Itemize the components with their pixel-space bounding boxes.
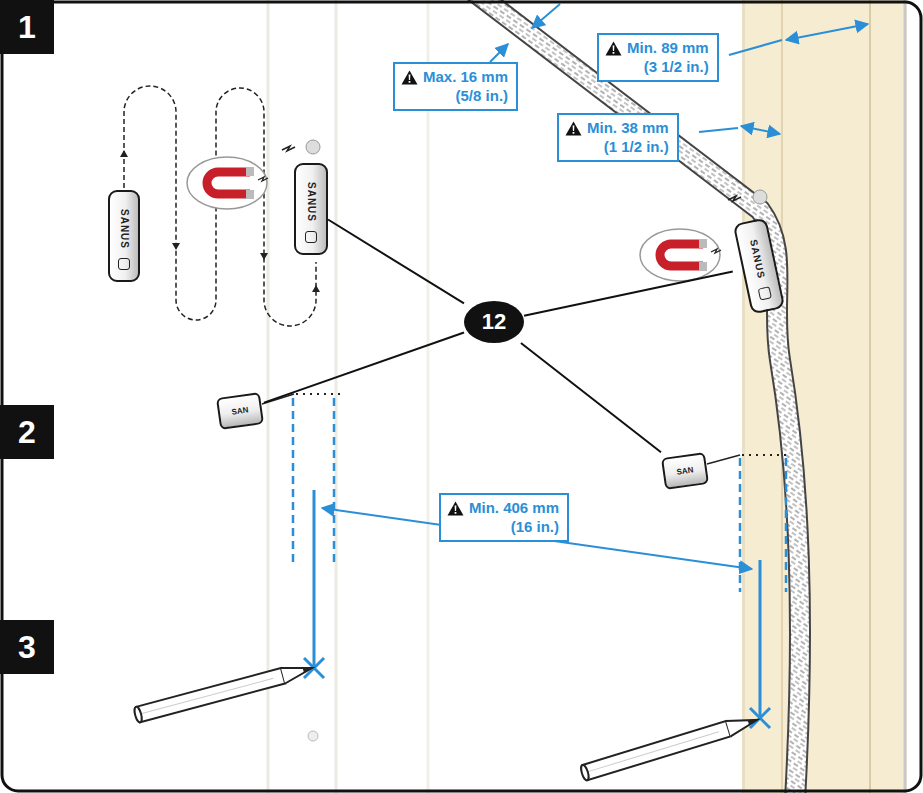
stud-finder-side: SAN [661,452,709,490]
dimension-callout: Min. 406 mm(16 in.) [439,493,569,542]
leader-line [264,333,464,403]
dimension-text: (1 1/2 in.) [565,137,669,156]
dimension-callout: Min. 38 mm(1 1/2 in.) [557,113,679,162]
step-text: 1 [18,9,36,46]
leader-line [524,272,733,316]
brand-text: SAN [676,465,694,476]
stud-finder: SANUS [108,190,140,282]
step-number: 2 [0,405,54,459]
leader-line [521,343,661,452]
device-button [305,231,317,243]
dimension-text: (5/8 in.) [401,86,508,105]
brand-text: SANUS [119,209,130,249]
brand-text: SAN [231,405,249,416]
dimension-text: Min. 406 mm [447,498,559,517]
dimension-text: (16 in.) [447,517,559,536]
step-text: 3 [18,629,36,666]
warning-icon [401,70,418,85]
brand-text: SANUS [306,182,317,222]
warning-icon [447,501,464,516]
dimension-text: (3 1/2 in.) [605,57,709,76]
dimension-text: Min. 89 mm [605,38,709,57]
dimension-text: Max. 16 mm [401,67,508,86]
step-number: 3 [0,620,54,674]
dimension-callout: Min. 89 mm(3 1/2 in.) [597,33,719,82]
dimension-callout: Max. 16 mm(5/8 in.) [393,62,518,111]
callout-text: 12 [482,309,506,335]
leader-line [328,219,464,303]
warning-icon [565,121,582,136]
step-text: 2 [18,414,36,451]
device-button [758,286,772,300]
brand-text: SANUS [748,238,767,279]
dimension-text: Min. 38 mm [565,118,669,137]
warning-icon [605,41,622,56]
step-number: 1 [0,0,54,54]
stud-finder: SANUS [294,163,328,255]
stud-finder-side: SAN [216,392,264,430]
device-button [118,258,130,270]
callout-number: 12 [464,301,524,343]
